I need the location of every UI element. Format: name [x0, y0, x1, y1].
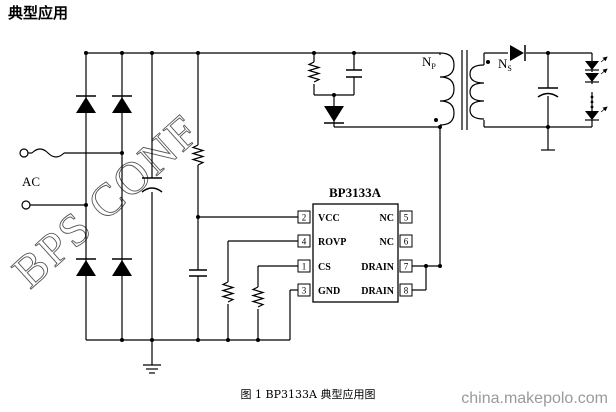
source-watermark: china.makepolo.com [461, 390, 608, 407]
pin-label: NC [380, 237, 394, 248]
chip-title: BP3133A [329, 185, 382, 200]
led-icon [585, 56, 608, 71]
ac-terminal-bottom [21, 200, 31, 210]
pin-number: 3 [302, 286, 307, 296]
pin-label: NC [380, 213, 394, 224]
ic-chip: BP3133A 2 4 1 3 5 6 7 8 VCC ROVP [297, 185, 413, 303]
np-label: NP [422, 54, 436, 71]
pin-number: 2 [302, 213, 307, 223]
vcc-capacitor-icon [189, 269, 207, 277]
pin-box [297, 210, 311, 224]
cs-resistor-icon [250, 286, 266, 308]
pin-number: 8 [404, 286, 409, 296]
pin-box [399, 234, 413, 248]
snubber-capacitor-icon [346, 69, 362, 78]
ac-label: AC [22, 174, 40, 189]
pin-label: GND [318, 286, 340, 297]
diode-icon [76, 260, 96, 276]
wires [26, 52, 593, 374]
chip-body [312, 203, 399, 303]
pin-number: 4 [302, 237, 307, 247]
pin-label: ROVP [318, 237, 346, 248]
output-capacitor-icon [537, 87, 559, 98]
bridge-diodes [76, 95, 132, 276]
led-icon [585, 68, 608, 83]
pin-box [297, 259, 311, 273]
pin-label: VCC [318, 213, 340, 224]
snubber-resistor-icon [306, 61, 322, 83]
primary-winding-icon [439, 52, 455, 126]
pin-box [399, 283, 413, 297]
watermark: BPS CONF [2, 104, 210, 298]
pin-box [297, 234, 311, 248]
junction-dots [84, 51, 550, 342]
pin-number: 1 [302, 262, 307, 272]
pin-box [399, 259, 413, 273]
figure-caption: 图 1 BP3133A 典型应用图 [240, 388, 376, 401]
led-string [585, 56, 608, 121]
pin-label: DRAIN [361, 286, 395, 297]
secondary-dot-icon [486, 60, 490, 64]
pin-number: 6 [404, 237, 409, 247]
diode-icon [76, 97, 96, 113]
pin-label: DRAIN [361, 262, 395, 273]
output-diode-icon [510, 45, 526, 61]
secondary-winding-icon [469, 64, 485, 120]
bulk-capacitor-icon [141, 177, 163, 193]
snubber-diode-icon [324, 106, 344, 124]
diode-icon [112, 97, 132, 113]
transformer-core-icon [461, 50, 468, 130]
watermark-text: BPS CONF [3, 104, 210, 297]
rovp-resistor-icon [220, 281, 236, 303]
led-icon [585, 106, 608, 121]
pin-box [399, 210, 413, 224]
pin-number: 5 [404, 213, 409, 223]
ns-label: NS [498, 56, 512, 73]
page-heading: 典型应用 [8, 4, 69, 22]
ac-terminal-top [19, 148, 29, 158]
pin-box [297, 283, 311, 297]
primary-dot-icon [434, 118, 438, 122]
diode-icon [112, 260, 132, 276]
pin-number: 7 [404, 262, 409, 272]
startup-resistor-icon [190, 144, 206, 166]
pin-label: CS [318, 262, 331, 273]
